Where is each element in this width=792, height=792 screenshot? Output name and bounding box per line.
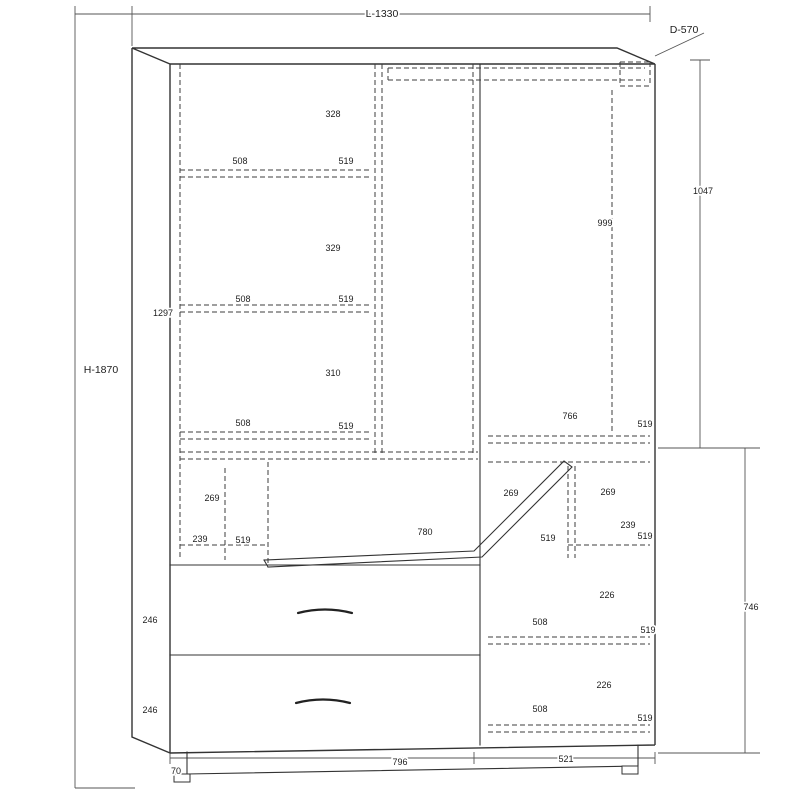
dim-niche-right-height: 269 bbox=[600, 487, 615, 497]
dim-niche-left-depth: 239 bbox=[192, 534, 207, 544]
drawers bbox=[169, 564, 481, 705]
dim-shelf1-width: 519 bbox=[338, 156, 353, 166]
dim-rail-height: 999 bbox=[597, 218, 612, 228]
drawer-handle-top bbox=[296, 608, 354, 615]
dim-niche-center-height: 269 bbox=[503, 488, 518, 498]
dim-shelf3-width: 519 bbox=[338, 421, 353, 431]
dim-lower-shelf1-width: 519 bbox=[640, 625, 655, 635]
flap-lines bbox=[263, 460, 573, 568]
dim-niche-right-depth: 239 bbox=[620, 520, 635, 530]
dim-drawer1-height: 246 bbox=[142, 615, 157, 625]
dim-bottom-left-width: 796 bbox=[392, 757, 407, 767]
dim-niche-right-width: 519 bbox=[637, 531, 652, 541]
dim-shelf3-depth: 508 bbox=[235, 418, 250, 428]
dim-right-upper-height: 1047 bbox=[693, 186, 713, 196]
dim-flap-width: 780 bbox=[417, 527, 432, 537]
dim-lower-shelf2-depth: 508 bbox=[532, 704, 547, 714]
dim-lower-right-gap2: 226 bbox=[596, 680, 611, 690]
dimension-labels: L-1330 D-570 H-1870 328 508 519 1047 999… bbox=[82, 6, 760, 778]
cabinet-outline bbox=[131, 47, 656, 754]
dim-niche-center-width: 519 bbox=[540, 533, 555, 543]
dim-lower-shelf1-depth: 508 bbox=[532, 617, 547, 627]
left-shelf-lines bbox=[179, 64, 478, 560]
niche-lines bbox=[180, 462, 269, 566]
right-section bbox=[488, 90, 650, 733]
dim-lower-shelf2-width: 519 bbox=[637, 713, 652, 723]
dim-left-inner-height: 1297 bbox=[153, 308, 173, 318]
left-section-shelves bbox=[179, 64, 478, 560]
niche-compartments bbox=[180, 462, 269, 566]
dim-length: L-1330 bbox=[366, 8, 399, 20]
drawer-handle-bottom bbox=[294, 698, 352, 705]
middle-partition bbox=[374, 64, 474, 455]
dim-low-gap: 310 bbox=[325, 368, 340, 378]
plinth-lines bbox=[186, 744, 639, 775]
dim-right-shelf-depth: 519 bbox=[637, 419, 652, 429]
dim-lower-right-gap1: 226 bbox=[599, 590, 614, 600]
dim-mid-gap: 329 bbox=[325, 243, 340, 253]
middle-partition-lines bbox=[374, 64, 474, 455]
cabinet-outline-lines bbox=[131, 47, 656, 754]
dim-right-shelf-width: 766 bbox=[562, 411, 577, 421]
drawer-divider-lines bbox=[169, 564, 481, 656]
dim-shelf1-depth: 508 bbox=[232, 156, 247, 166]
dim-drawer2-height: 246 bbox=[142, 705, 157, 715]
dim-niche-left-height: 269 bbox=[204, 493, 219, 503]
hanging-rail-lines bbox=[387, 61, 651, 87]
dim-shelf2-depth: 508 bbox=[235, 294, 250, 304]
fold-out-flap bbox=[263, 460, 573, 568]
right-section-lines bbox=[488, 90, 650, 733]
dim-niche-left-width: 519 bbox=[235, 535, 250, 545]
dim-plinth-height: 70 bbox=[171, 766, 181, 776]
dim-height: H-1870 bbox=[84, 364, 119, 376]
right-foot bbox=[621, 765, 639, 775]
dim-depth: D-570 bbox=[670, 24, 699, 36]
frame-lines bbox=[74, 6, 760, 789]
dim-right-lower-height: 746 bbox=[743, 602, 758, 612]
dimension-frame bbox=[74, 6, 760, 789]
hanging-rail bbox=[387, 61, 651, 87]
dim-top-gap: 328 bbox=[325, 109, 340, 119]
left-foot bbox=[173, 773, 191, 783]
dim-bottom-right-width: 521 bbox=[558, 754, 573, 764]
dim-shelf2-width: 519 bbox=[338, 294, 353, 304]
plinth-and-feet bbox=[173, 744, 639, 783]
